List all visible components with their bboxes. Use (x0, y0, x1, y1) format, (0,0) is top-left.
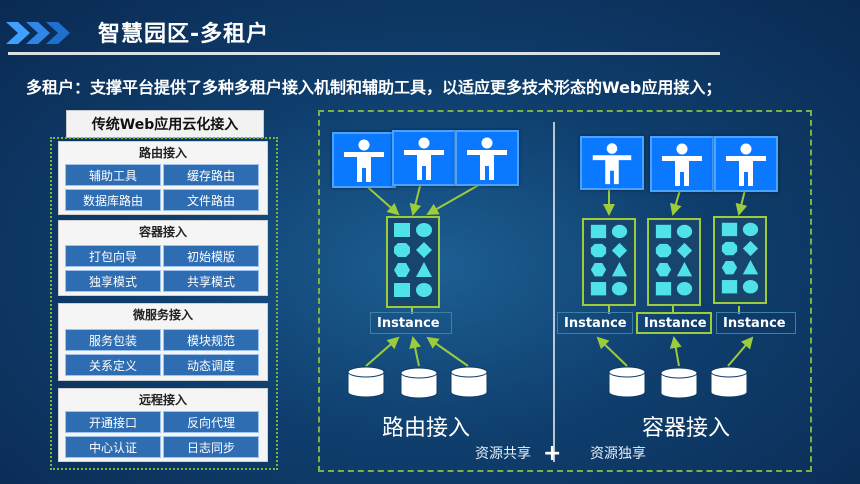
group-title: 容器接入 (138, 225, 187, 239)
group-container: 容器接入 打包向导 初始模版 独享模式 共享模式 (58, 220, 268, 296)
person-icon (650, 136, 714, 192)
shape-group-icon (647, 218, 701, 306)
item-cell: 模块规范 (163, 329, 259, 351)
panel-divider (553, 122, 555, 462)
database-icon (400, 367, 438, 399)
person-icon (580, 136, 644, 190)
item-cell: 共享模式 (163, 270, 259, 292)
container-label: 容器接入 (642, 416, 731, 441)
person-icon (392, 130, 456, 186)
database-icon (710, 366, 748, 398)
shape-group-icon (386, 216, 440, 308)
shape-group-icon (713, 216, 767, 304)
person-icon (332, 132, 396, 188)
title-underline (8, 52, 720, 55)
database-icon (450, 366, 488, 398)
group-title: 远程接入 (138, 393, 187, 407)
item-cell: 反向代理 (163, 411, 259, 433)
item-cell: 辅助工具 (65, 164, 161, 186)
group-title: 微服务接入 (132, 308, 193, 322)
left-panel-title: 传统Web应用云化接入 (66, 110, 264, 138)
instance-box: Instance (716, 312, 796, 334)
item-cell: 动态调度 (163, 354, 259, 376)
database-icon (608, 366, 646, 398)
chevron-arrows-icon (6, 22, 70, 44)
item-cell: 打包向导 (65, 245, 161, 267)
item-cell: 关系定义 (65, 354, 161, 376)
item-cell: 服务包装 (65, 329, 161, 351)
person-icon (455, 130, 519, 186)
group-remote: 远程接入 开通接口 反向代理 中心认证 日志同步 (58, 388, 268, 462)
instance-box: Instance (557, 312, 633, 334)
item-cell: 初始模版 (163, 245, 259, 267)
group-microservice: 微服务接入 服务包装 模块规范 关系定义 动态调度 (58, 303, 268, 381)
page-title: 智慧园区-多租户 (98, 22, 270, 47)
right-panel-frame (318, 110, 812, 472)
item-cell: 文件路由 (163, 189, 259, 211)
routing-label: 路由接入 (382, 416, 471, 441)
item-cell: 日志同步 (163, 436, 259, 458)
database-icon (347, 366, 385, 398)
shape-group-icon (582, 218, 636, 306)
item-cell: 中心认证 (65, 436, 161, 458)
item-cell: 数据库路由 (65, 189, 161, 211)
group-routing: 路由接入 辅助工具 缓存路由 数据库路由 文件路由 (58, 141, 268, 215)
item-cell: 独享模式 (65, 270, 161, 292)
page-subtitle: 多租户：支撑平台提供了多种多租户接入机制和辅助工具，以适应更多技术形态的Web应… (26, 78, 722, 97)
left-panel-frame (50, 137, 278, 470)
database-icon (660, 367, 698, 399)
item-cell: 缓存路由 (163, 164, 259, 186)
item-cell: 开通接口 (65, 411, 161, 433)
instance-box-routing: Instance (370, 312, 452, 334)
exclusive-resource-label: 资源独享 (590, 446, 646, 462)
instance-box: Instance (636, 312, 712, 334)
group-title: 路由接入 (138, 146, 187, 160)
plus-sign: + (543, 441, 562, 466)
person-icon (714, 136, 778, 192)
shared-resource-label: 资源共享 (475, 446, 531, 462)
